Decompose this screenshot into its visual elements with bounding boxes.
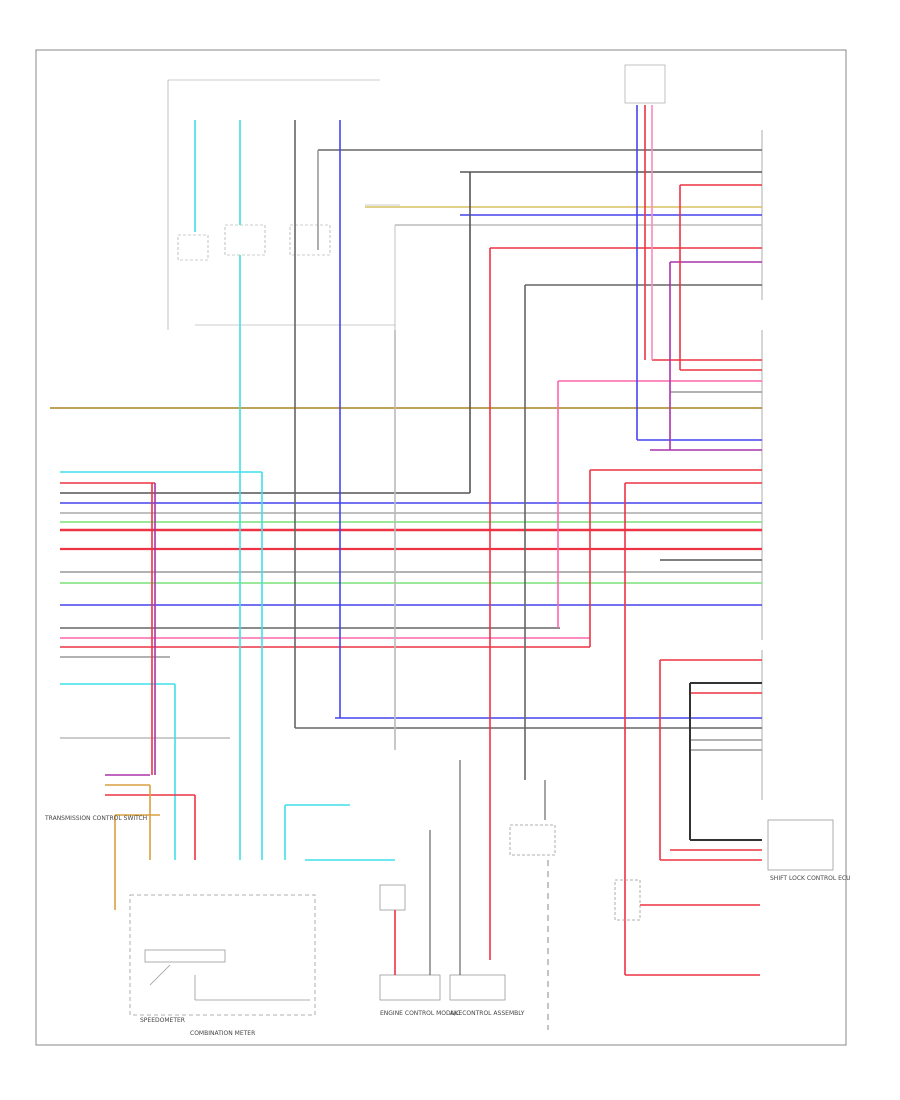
ecm-and-ac-units — [379, 760, 760, 1030]
combination-meter — [129, 894, 316, 1016]
meter-connector-wires — [105, 774, 395, 910]
combination-meter-label: COMBINATION METER — [190, 1030, 255, 1037]
wire-bundle-horizontal — [50, 407, 762, 739]
diagram-border — [35, 49, 847, 1046]
top-fuse-block — [167, 64, 666, 330]
transmission-control-switch-label: TRANSMISSION CONTROL SWITCH — [44, 815, 147, 822]
shift-lock-control-ecu-label: SHIFT LOCK CONTROL ECU — [770, 875, 850, 882]
wire-bundle-top-right — [318, 149, 762, 861]
engine-control-module-label: ENGINE CONTROL MODULE — [380, 1010, 462, 1017]
wire-bundle-vertical — [151, 105, 691, 975]
speedometer-label: SPEEDOMETER — [140, 1017, 185, 1024]
right-connector-strip — [761, 130, 834, 871]
a-c-control-assembly-label: A/C CONTROL ASSEMBLY — [450, 1010, 525, 1017]
